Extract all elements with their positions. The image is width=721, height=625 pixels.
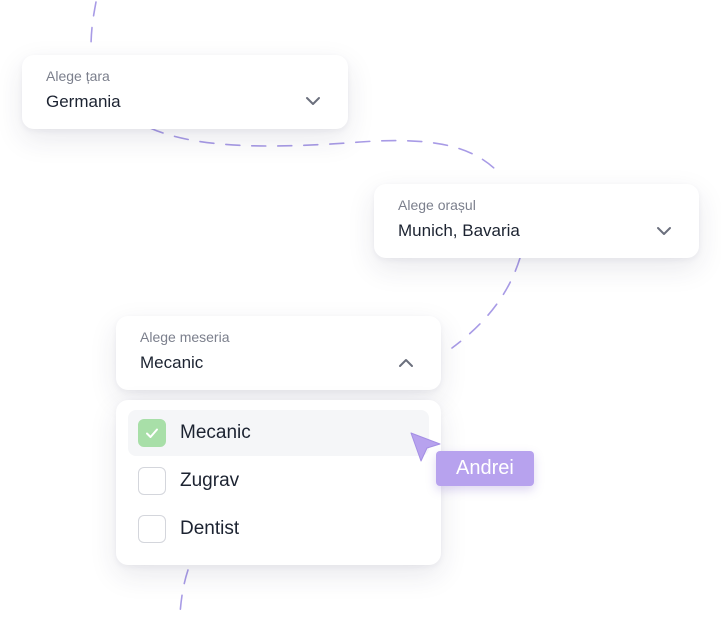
checkbox-dentist[interactable] — [138, 515, 166, 543]
job-select-label: Alege meseria — [140, 329, 230, 345]
city-select-value: Munich, Bavaria — [398, 221, 520, 240]
checkbox-mecanic[interactable] — [138, 419, 166, 447]
country-select[interactable]: Alege țara Germania — [22, 55, 348, 129]
cursor-pointer-icon — [410, 432, 441, 462]
option-dentist[interactable]: Dentist — [128, 506, 429, 552]
job-dropdown: Mecanic Zugrav Dentist — [116, 400, 441, 565]
option-mecanic[interactable]: Mecanic — [128, 410, 429, 456]
city-select[interactable]: Alege orașul Munich, Bavaria — [374, 184, 699, 258]
option-label: Dentist — [180, 518, 240, 539]
chevron-down-icon[interactable] — [304, 92, 322, 110]
job-select-value: Mecanic — [140, 353, 204, 372]
city-select-label: Alege orașul — [398, 197, 476, 213]
chevron-up-icon[interactable] — [397, 354, 415, 372]
chevron-down-icon[interactable] — [655, 222, 673, 240]
option-zugrav[interactable]: Zugrav — [128, 458, 429, 504]
country-select-label: Alege țara — [46, 68, 110, 84]
option-label: Zugrav — [180, 470, 240, 491]
checkbox-zugrav[interactable] — [138, 467, 166, 495]
job-select[interactable]: Alege meseria Mecanic — [116, 316, 441, 390]
check-icon — [146, 428, 158, 438]
country-select-value: Germania — [46, 92, 121, 111]
option-label: Mecanic — [180, 422, 251, 443]
cursor-name-tag: Andrei — [436, 451, 534, 486]
